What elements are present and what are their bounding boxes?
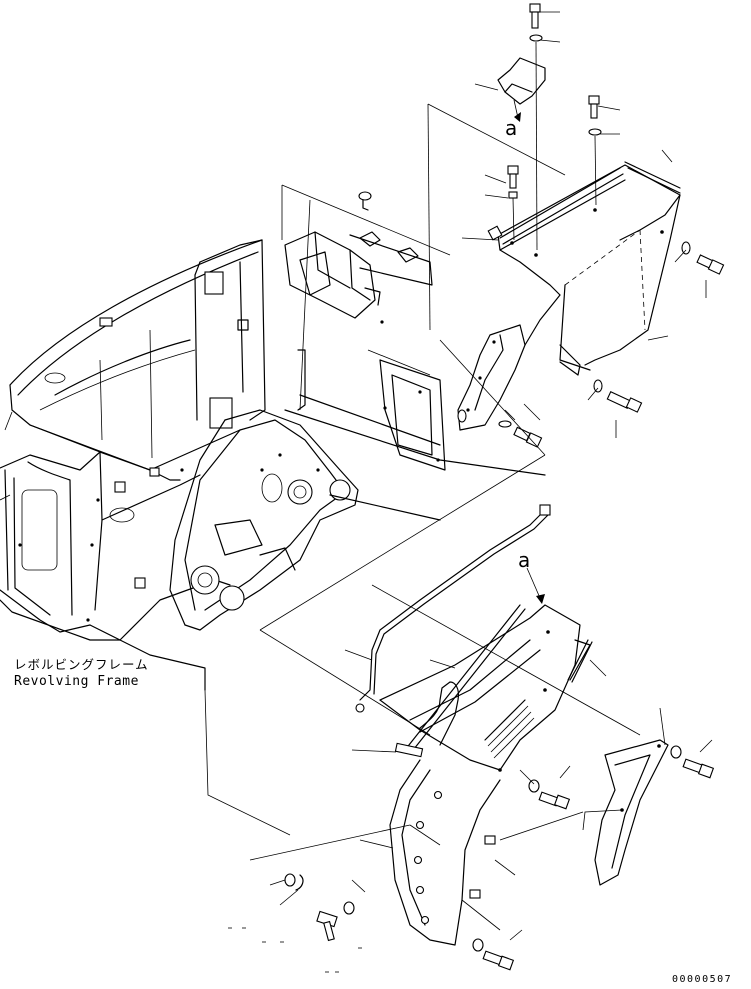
swing-bracket xyxy=(169,409,359,631)
revolving-frame-label-jp: レボルビングフレーム xyxy=(14,657,149,672)
revolving-frame-label-en: Revolving Frame xyxy=(14,674,139,689)
upper-bracket xyxy=(284,191,433,324)
frame-side-panel xyxy=(284,349,546,521)
drawing-number: 00000507 xyxy=(672,974,733,985)
reference-mark-a-top: a xyxy=(505,116,518,140)
upper-cover xyxy=(457,161,681,431)
side-fasteners xyxy=(457,241,725,448)
assembly-guide-lines xyxy=(259,103,566,631)
frame-leaders xyxy=(0,411,13,501)
revolving-frame xyxy=(0,239,266,691)
lower-fasteners xyxy=(228,739,715,973)
reference-mark-a-bottom: a xyxy=(518,548,531,572)
lower-cover xyxy=(204,504,669,946)
top-fasteners xyxy=(461,3,673,341)
